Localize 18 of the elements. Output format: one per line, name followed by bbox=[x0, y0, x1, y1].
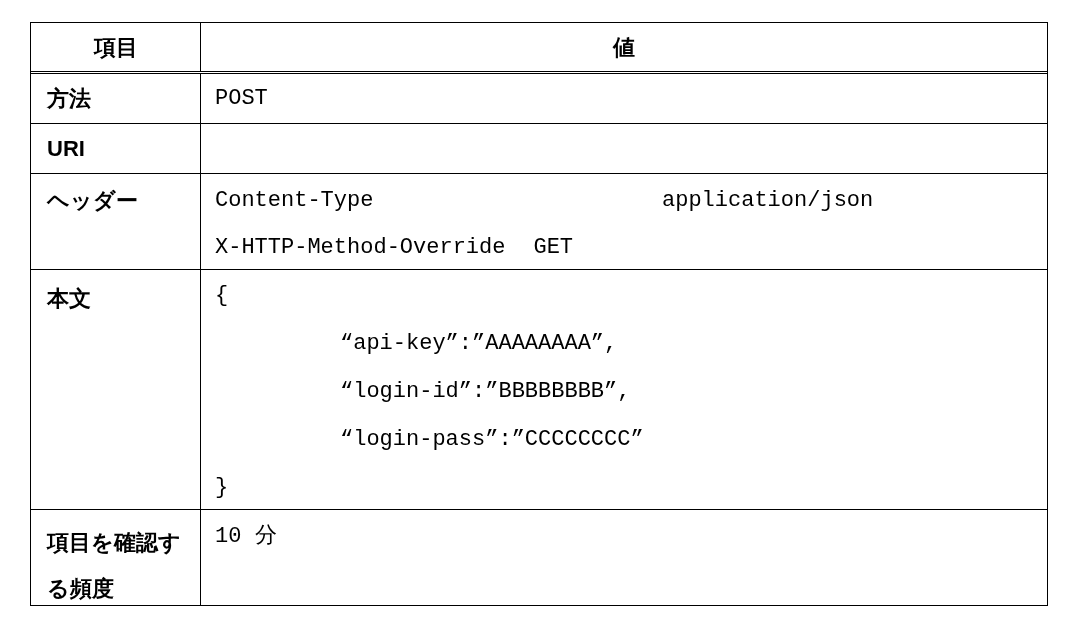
cell-text: { bbox=[215, 283, 229, 308]
row-header: 方法 bbox=[47, 85, 91, 113]
row-header: ヘッダー bbox=[47, 188, 138, 213]
cell-text: “login-id”:”BBBBBBBB”, bbox=[340, 379, 631, 404]
row-header: URI bbox=[47, 135, 85, 163]
cell-text: GET bbox=[533, 234, 574, 262]
cell-text: application/json bbox=[662, 187, 874, 215]
cell-text: 10 分 bbox=[215, 524, 277, 549]
row-header: 項目を確認する頻度 bbox=[47, 529, 182, 603]
column-header: 項目 bbox=[93, 33, 138, 62]
column-header: 値 bbox=[613, 33, 635, 62]
cell-text: X-HTTP-Method-Override bbox=[215, 234, 506, 262]
cell-text: POST bbox=[215, 85, 268, 113]
cell-text: } bbox=[215, 475, 229, 500]
cell-text: Content-Type bbox=[215, 188, 374, 213]
cell-text: “api-key”:”AAAAAAAA”, bbox=[340, 331, 618, 356]
cell-text: “login-pass”:”CCCCCCCC” bbox=[340, 427, 644, 452]
row-header: 本文 bbox=[47, 286, 91, 311]
